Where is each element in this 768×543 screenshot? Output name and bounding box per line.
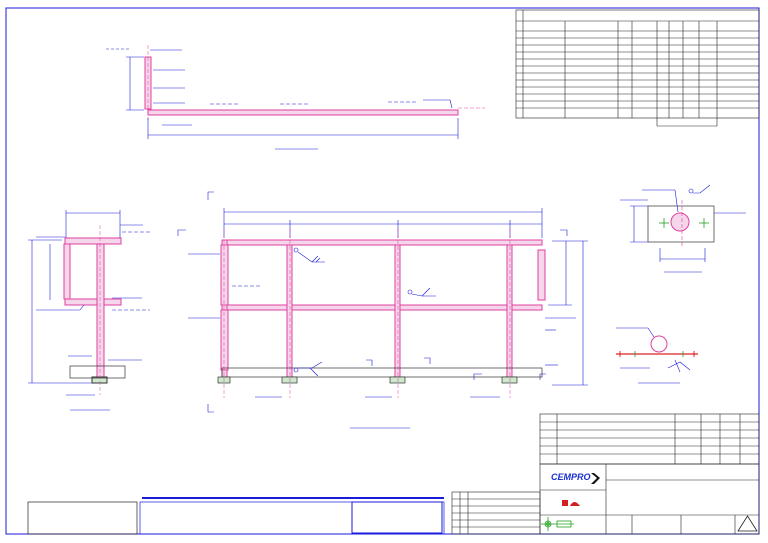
revision-triangle-icon: [737, 515, 758, 532]
detail-section: [620, 184, 746, 273]
company-logo-text: CEMPRO: [551, 472, 591, 482]
secondary-logo: [562, 500, 580, 506]
projection-symbol-icon: [541, 517, 574, 531]
title-block: [451, 413, 760, 535]
side-view: [28, 210, 150, 411]
front-elevation: [177, 191, 588, 429]
revision-table: [515, 9, 760, 127]
detail-pipe: [616, 327, 698, 384]
company-logo: CEMPRO: [542, 466, 604, 488]
plan-view: [106, 45, 485, 150]
bottom-notes: [27, 497, 445, 535]
base-rail: [221, 367, 543, 378]
